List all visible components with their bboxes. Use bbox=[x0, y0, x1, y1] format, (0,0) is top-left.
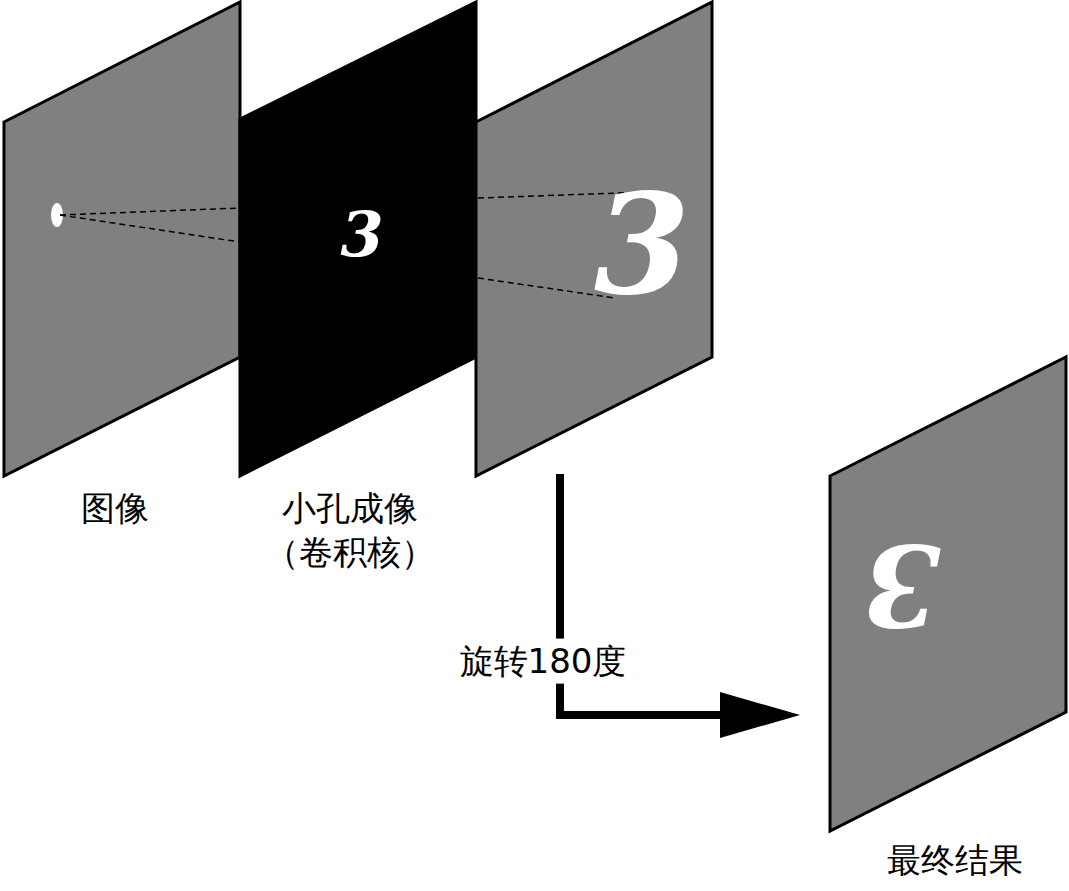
panel-caption: 图像 bbox=[81, 486, 149, 530]
digit-image: 3 bbox=[340, 204, 383, 266]
panel: 图像 bbox=[4, 2, 240, 476]
panel-outline bbox=[4, 2, 240, 476]
panel: 3 bbox=[476, 2, 712, 476]
panel-caption: 小孔成像 （卷积核） bbox=[240, 486, 460, 574]
panel: 3小孔成像 （卷积核） bbox=[240, 2, 476, 476]
panel-outline bbox=[476, 2, 712, 476]
digit-image: 3 bbox=[863, 529, 941, 641]
panel-shape bbox=[4, 2, 240, 476]
rotate-arrow bbox=[560, 474, 800, 738]
digit-image: 3 bbox=[594, 176, 690, 314]
panel-caption: 最终结果 bbox=[887, 838, 1023, 882]
light-point bbox=[51, 203, 63, 227]
edge-label: 旋转180度 bbox=[456, 639, 631, 684]
dashed-rays bbox=[60, 192, 648, 298]
panel: 3最终结果 bbox=[830, 357, 1066, 831]
panel-outline bbox=[240, 2, 476, 476]
arrow-head bbox=[720, 692, 800, 738]
panel-outline bbox=[830, 357, 1066, 831]
